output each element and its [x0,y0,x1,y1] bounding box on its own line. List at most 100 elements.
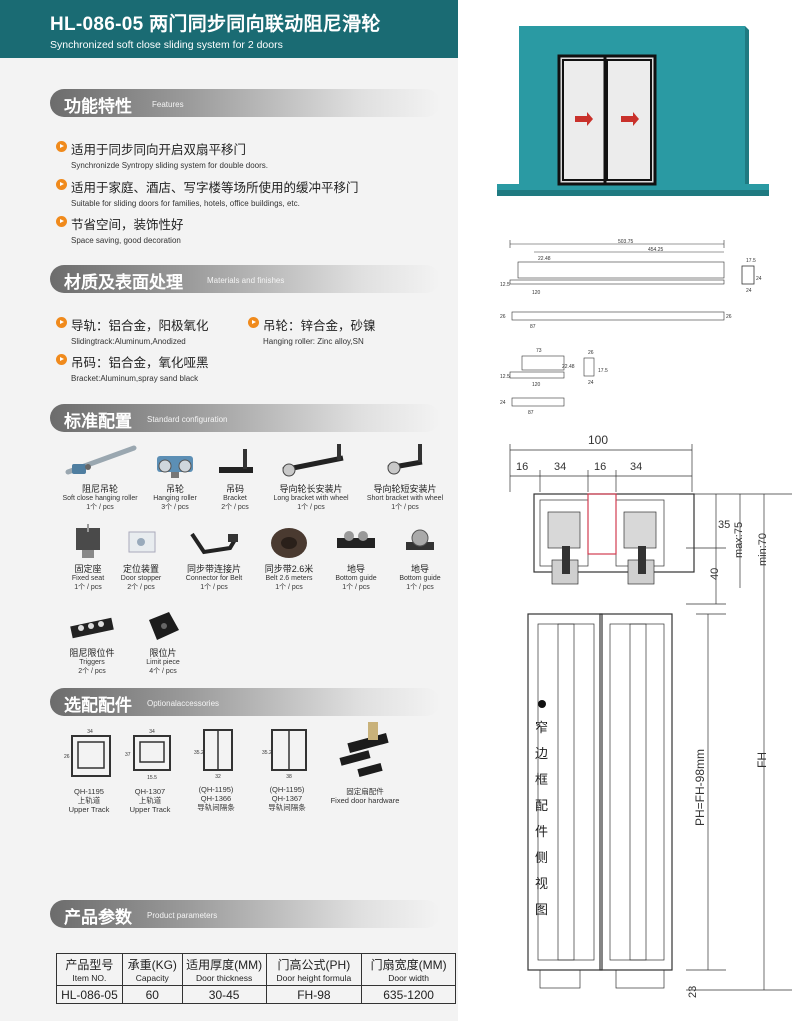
page-header: HL-086-05 两门同步同向联动阻尼滑轮 Synchronized soft… [0,0,458,58]
svg-text:16: 16 [594,461,606,473]
trigger-icon [70,617,114,639]
svg-text:12.5: 12.5 [500,374,510,380]
section-title: 选配配件 [64,696,132,715]
section-materials: 材质及表面处理 Materials and finishes [50,265,440,293]
svg-text:视: 视 [535,876,548,891]
bottom-guide-icon [406,529,434,550]
svg-text:73: 73 [536,348,542,354]
svg-text:边: 边 [535,746,548,761]
svg-text:17.5: 17.5 [598,368,608,374]
svg-text:87: 87 [530,324,536,330]
spacer-profile-icon: 35.2 32 [194,729,233,780]
table-cell: 635-1200 [361,985,456,1004]
config-item-door-stopper: 定位装置 Door stopper 2个 / pcs [116,526,166,592]
config-item-triggers: 阻尼限位件 Triggers 2个 / pcs [62,610,122,676]
config-item-belt: 同步带2.6米 Belt 2.6 meters 1个 / pcs [258,526,320,592]
config-item-bottom-guide: 地导 Bottom guide 1个 / pcs [328,526,384,592]
svg-text:17.5: 17.5 [746,258,756,264]
vertical-label: 窄 边 框 配 件 侧 视 图 [535,720,548,917]
bracket-icon [219,449,253,473]
bullet-icon [56,216,67,227]
svg-text:34: 34 [87,729,93,735]
optional-item-qh1366: 35.2 32 (QH-1195) QH-1366 导轨间隔条 [190,724,242,812]
section-subtitle: Features [152,100,184,109]
left-panel [0,0,458,1021]
section-standard: 标准配置 Standard configuration [50,404,440,432]
svg-text:PH=FH-98mm: PH=FH-98mm [693,749,707,826]
svg-text:454.25: 454.25 [648,247,664,253]
short-bracket-icon [387,444,423,475]
svg-text:24: 24 [588,380,594,386]
cross-section-drawing: 100 16 34 16 34 35 max:75 min:70 40 PH=F… [509,433,792,998]
track-profile-icon: 34 37 15.5 [125,729,171,781]
belt-connector-icon [190,532,238,555]
track-profile-icon: 34 26 [64,729,111,777]
sliding-door-illustration [497,26,769,196]
bullet-icon [56,317,67,328]
table-header-cell: 门扇宽度(MM)Door width [361,953,456,986]
svg-text:16: 16 [516,461,528,473]
bullet-icon [56,354,67,365]
svg-text:侧: 侧 [535,850,548,865]
config-item-soft-close-roller: 阻尼吊轮 Soft close hanging roller 1个 / pcs [56,442,144,512]
svg-text:22.48: 22.48 [562,364,575,370]
svg-text:120: 120 [532,382,541,388]
svg-text:24: 24 [756,276,762,282]
table-cell: 60 [121,985,183,1004]
svg-text:FH: FH [755,752,769,768]
svg-text:图: 图 [535,902,548,917]
section-title: 材质及表面处理 [64,273,183,292]
bullet-icon [56,179,67,190]
page-subtitle: Synchronized soft close sliding system f… [50,39,283,51]
arrow-icon [575,112,593,126]
svg-text:26: 26 [64,754,70,760]
arrow-icon [621,112,639,126]
svg-text:40: 40 [709,568,721,580]
svg-text:34: 34 [149,729,155,735]
svg-text:35.2: 35.2 [262,750,272,756]
svg-text:32: 32 [215,774,221,780]
svg-text:35: 35 [718,519,730,531]
bottom-guide-icon [337,531,375,548]
svg-text:503.75: 503.75 [618,239,634,245]
section-subtitle: Materials and finishes [207,276,285,285]
table-header-cell: 承重(KG)Capacity [121,953,183,986]
config-item-bottom-guide: 地导 Bottom guide 1个 / pcs [394,526,446,592]
table-cell: 30-45 [181,985,267,1004]
svg-text:26: 26 [726,314,732,320]
fixed-seat-icon [76,524,100,558]
svg-text:24: 24 [746,288,752,294]
long-bracket-icon [282,444,344,477]
spacer-profile-icon: 35.2 38 [262,729,307,780]
bracket-technical-drawing: 73 22.48 120 12.5 87 26 17.5 24 24 [500,348,608,416]
svg-text:26: 26 [588,350,594,356]
config-item-belt-connector: 同步带连接片 Connector for Belt 1个 / pcs [178,528,250,592]
hanging-roller-icon [157,456,193,478]
belt-icon [271,528,307,558]
section-subtitle: Standard configuration [147,415,228,424]
svg-text:配: 配 [535,798,548,813]
svg-text:26: 26 [500,314,506,320]
fixed-door-hardware-icon [339,722,389,777]
config-item-limit-piece: 限位片 Limit piece 4个 / pcs [138,608,188,676]
config-item-hanging-roller: 吊轮 Hanging roller 3个 / pcs [148,450,202,512]
optional-item-qh1367: 35.2 38 (QH-1195) QH-1367 导轨间隔条 [258,724,316,812]
svg-text:12.5: 12.5 [500,282,510,288]
section-title: 功能特性 [64,97,132,116]
section-title: 标准配置 [64,412,132,431]
svg-text:件: 件 [535,824,548,839]
svg-text:38: 38 [286,774,292,780]
svg-text:37: 37 [125,752,131,758]
section-subtitle: Optionalaccessories [147,699,220,708]
soft-close-roller-icon [65,445,137,475]
table-row: HL-086-05 60 30-45 FH-98 635-1200 [56,985,456,1004]
section-params: 产品参数 Product parameters [50,900,440,928]
bullet-icon [248,317,259,328]
